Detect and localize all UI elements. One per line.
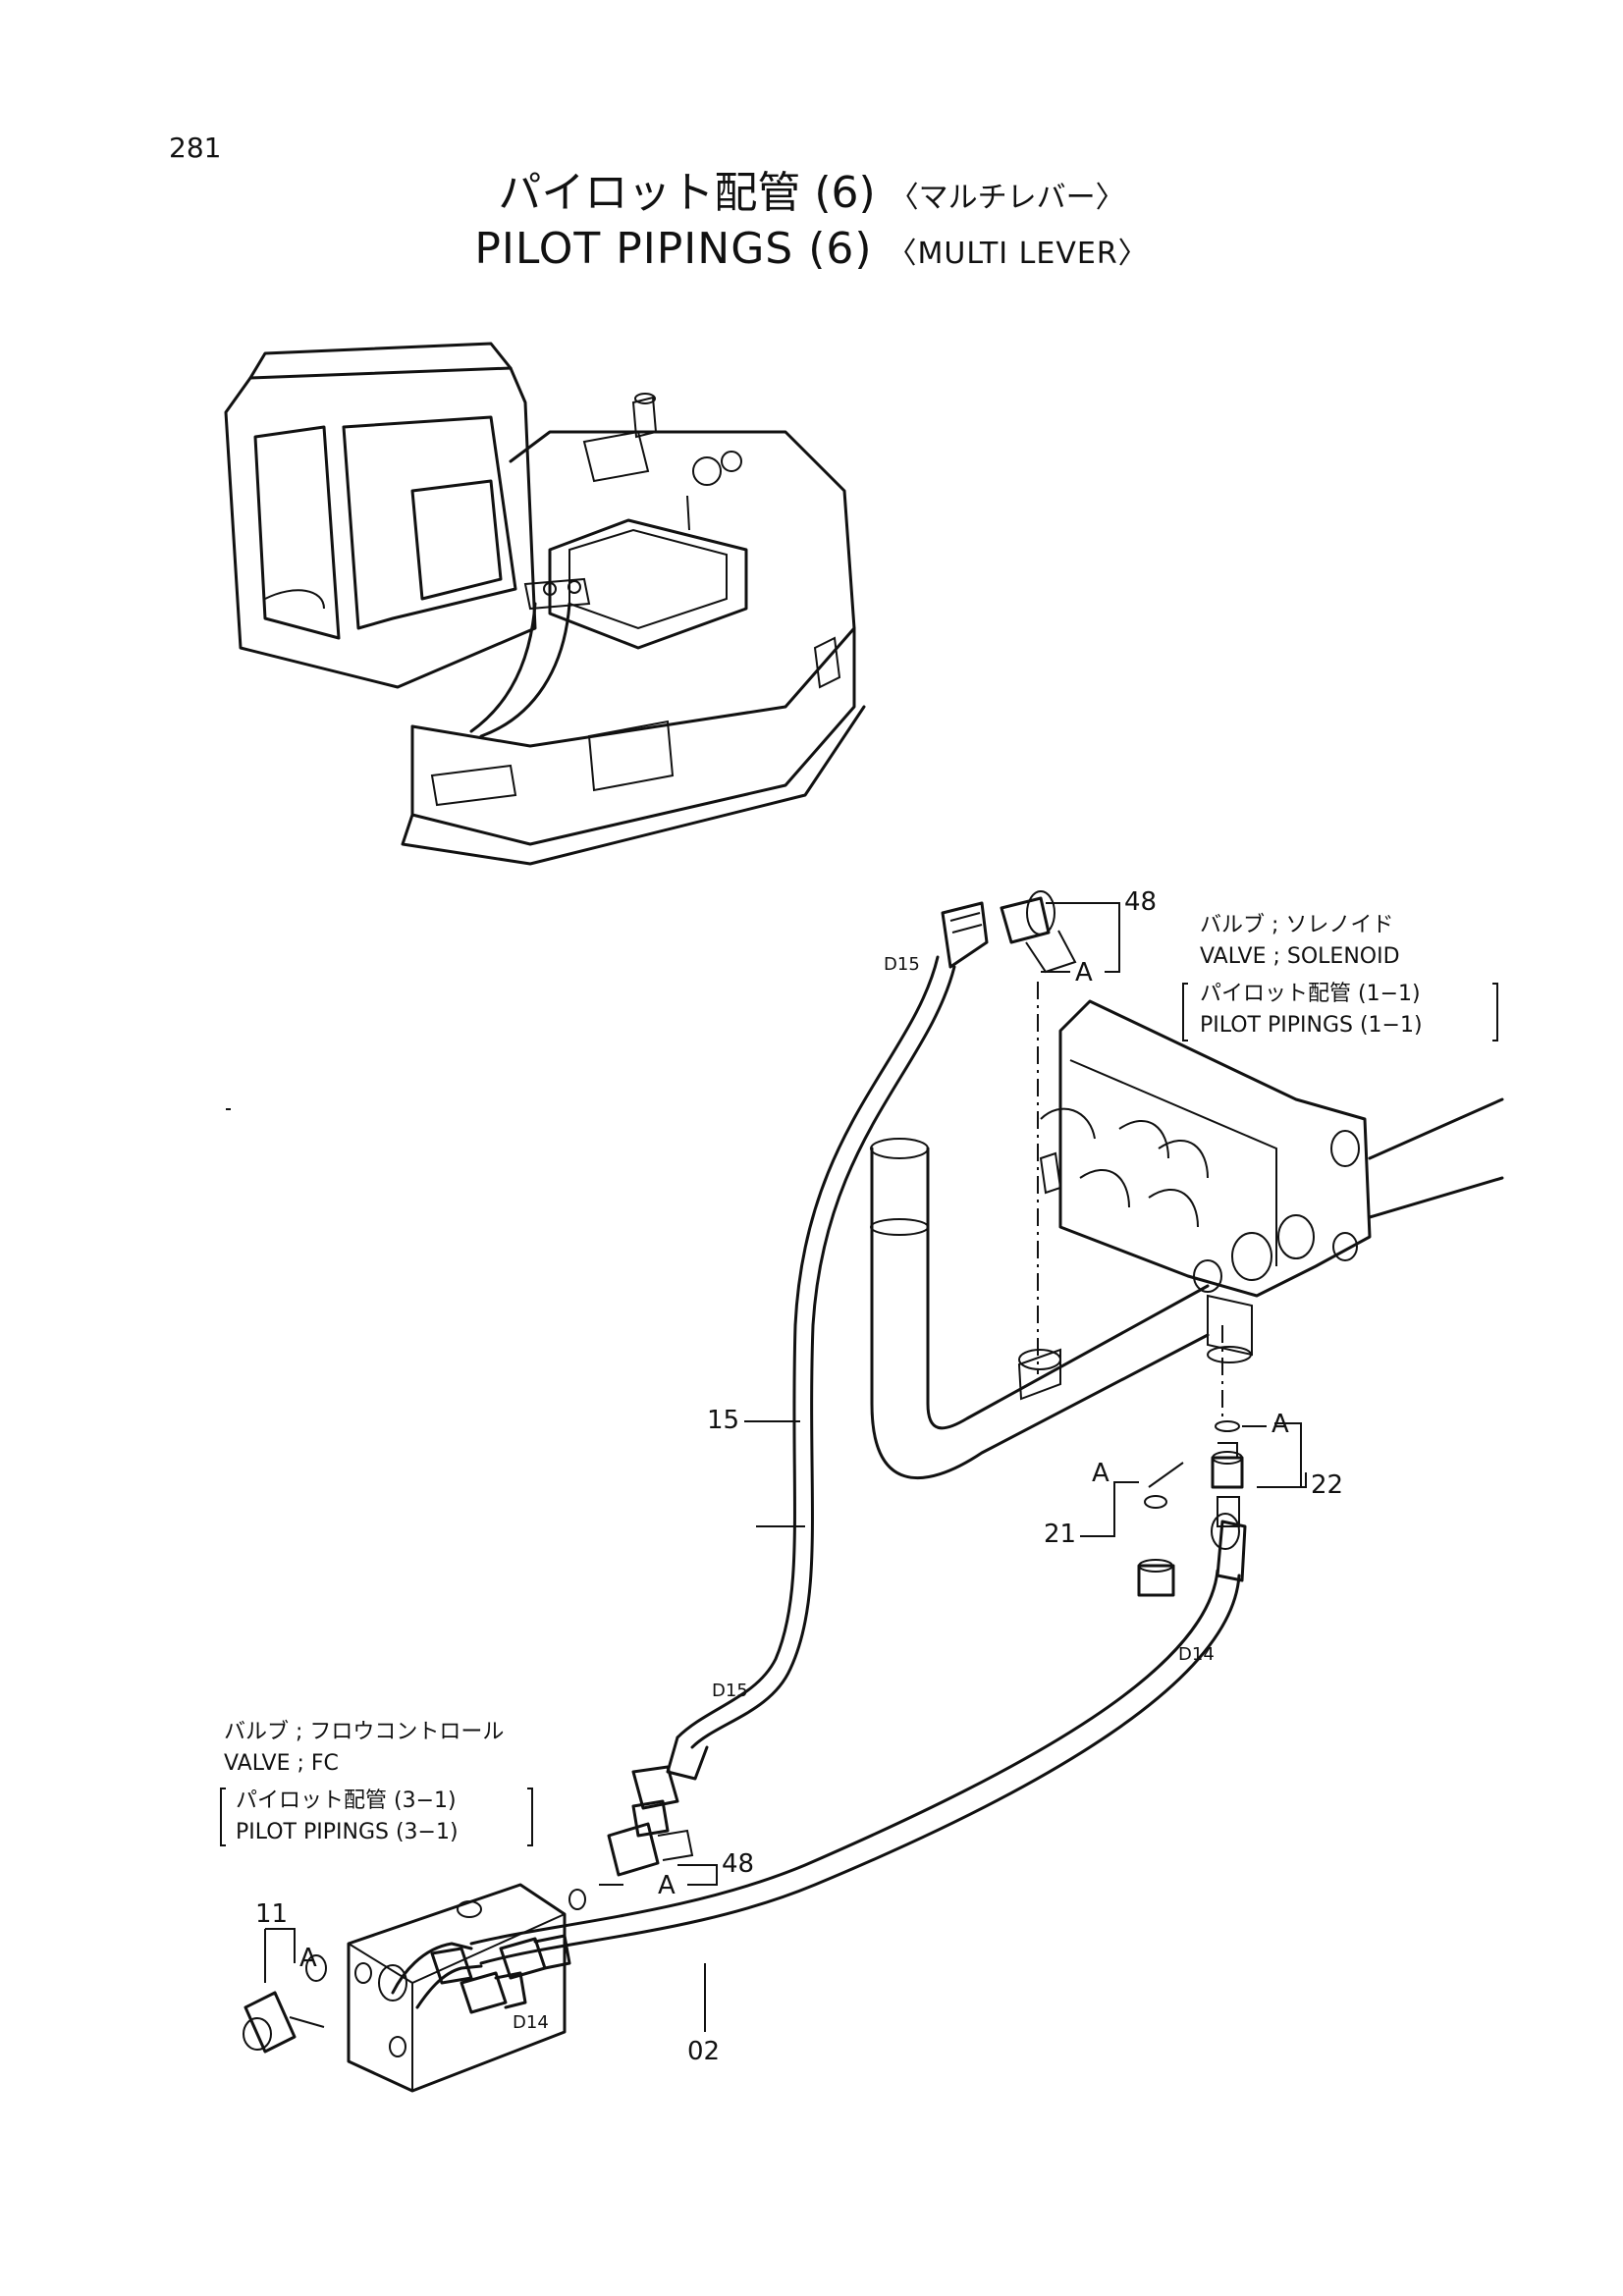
fc-label-en: VALVE ; FC (224, 1751, 339, 1776)
size-mark-d15-top: D15 (884, 954, 920, 975)
detail-mark-a4: A (658, 1871, 676, 1900)
leader-lines (220, 902, 1498, 2032)
fc-ref-jp: パイロット配管 (3−1) (236, 1789, 457, 1813)
title-japanese: パイロット配管 (6) 〈マルチレバー〉 (0, 157, 1623, 220)
solenoid-valve-block (1039, 999, 1504, 1363)
detail-mark-a2: A (1271, 1410, 1289, 1439)
part-number-15: 15 (707, 1406, 740, 1435)
part-number-21: 21 (1044, 1520, 1077, 1549)
detail-mark-a5: A (299, 1944, 317, 1973)
detail-mark-a1: A (1075, 958, 1093, 988)
fc-label-jp: バルブ ; フロウコントロール (224, 1720, 505, 1744)
title-en-sub: 〈MULTI LEVER〉 (887, 237, 1149, 271)
size-mark-d14-right: D14 (1178, 1644, 1215, 1665)
part-number-11: 11 (255, 1899, 289, 1929)
fc-ref-en: PILOT PIPINGS (3−1) (236, 1820, 459, 1844)
fc-valve-block (243, 1883, 586, 2093)
hose-02 (378, 1496, 1247, 2009)
solenoid-ref-jp: パイロット配管 (1−1) (1200, 982, 1421, 1006)
hose-15 (631, 890, 1077, 1810)
excavator-upper-structure (224, 342, 866, 866)
title-en-main: PILOT PIPINGS (6) (474, 224, 873, 274)
part-number-48-bottom: 48 (722, 1849, 755, 1879)
part-number-22: 22 (1311, 1470, 1344, 1500)
return-hose-loop (870, 1138, 1210, 1480)
solenoid-label-en: VALVE ; SOLENOID (1200, 944, 1400, 969)
title-jp-main: パイロット配管 (6) (498, 168, 876, 218)
solenoid-label-jp: バルブ ; ソレノイド (1200, 913, 1394, 937)
detail-mark-a3: A (1092, 1459, 1109, 1488)
page-number: 281 (169, 132, 222, 164)
size-mark-d14-bottom: D14 (513, 2012, 549, 2033)
title-english: PILOT PIPINGS (6) 〈MULTI LEVER〉 (0, 224, 1623, 274)
adapters (607, 1420, 1244, 1877)
part-number-02: 02 (687, 2037, 721, 2066)
part-number-48-top: 48 (1124, 887, 1158, 917)
title-jp-sub: 〈マルチレバー〉 (889, 181, 1125, 215)
size-mark-d15-bottom: D15 (712, 1681, 748, 1701)
solenoid-ref-en: PILOT PIPINGS (1−1) (1200, 1013, 1423, 1038)
